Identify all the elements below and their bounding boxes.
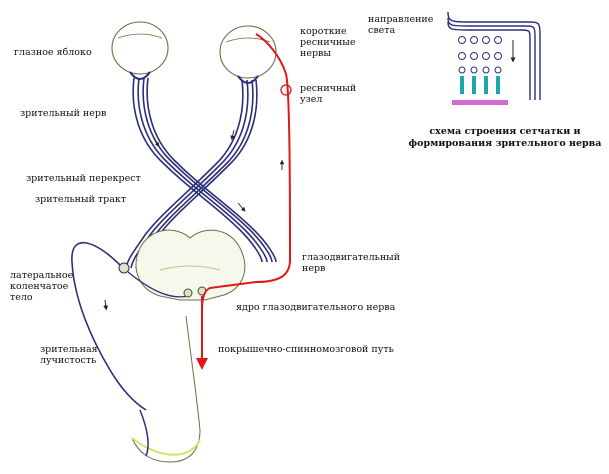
retina-cells [459,37,502,95]
label-ciliary-ganglion: ресничный узел [300,83,356,105]
label-optic-tract: зрительный тракт [35,194,126,205]
label-short-ciliary-nerves: короткие ресничные нервы [300,26,355,59]
label-lgn: латеральное коленчатое тело [10,270,73,303]
label-light-direction: направление света [368,14,433,36]
label-tectospinal-tract: покрышечно-спинномозговой путь [218,344,394,355]
optic-radiation [72,243,146,410]
label-optic-nerve: зрительный нерв [20,108,106,119]
label-oculomotor-nerve: глазодвигательный нерв [302,252,400,274]
retina-scheme [448,12,540,105]
left-eyeball [112,22,168,79]
occipital-cortex [132,316,200,462]
label-chiasm: зрительный перекрест [26,173,141,184]
retina-caption: схема строения сетчатки и формирования з… [402,126,608,150]
oculomotor-nucleus-left [184,289,192,297]
label-oculomotor-nucleus: ядро глазодвигательного нерва [236,302,395,313]
label-optic-radiation: зрительная лучистость [40,344,98,366]
pigment-layer [452,100,508,105]
radiation-arrow [105,300,106,308]
ciliary-ganglion-node [281,85,291,95]
right-eyeball [220,26,276,83]
label-eyeball: глазное яблоко [14,47,92,58]
